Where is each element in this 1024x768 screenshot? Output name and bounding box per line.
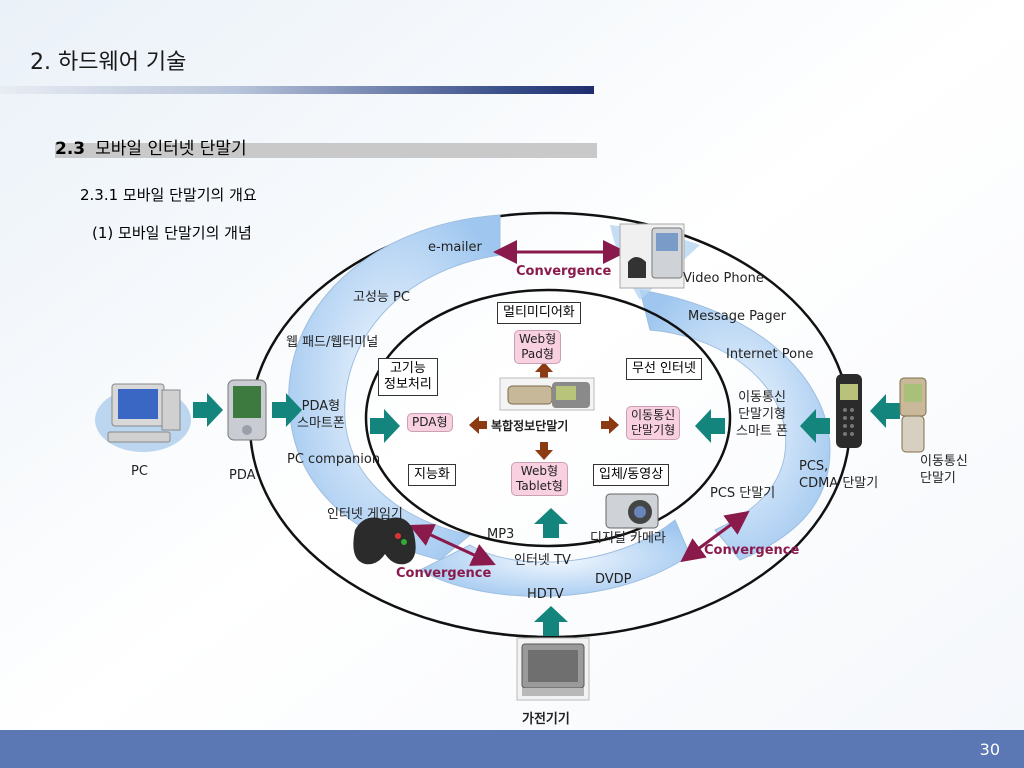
center-phone-image bbox=[499, 377, 595, 411]
label-pda: PDA bbox=[229, 468, 256, 483]
pink-mobile-type: 이동통신 단말기형 bbox=[626, 406, 681, 440]
inner-ellipse bbox=[364, 288, 732, 548]
arrow-center-left bbox=[469, 416, 487, 434]
label-pc: PC bbox=[131, 464, 148, 479]
pda-image bbox=[227, 379, 267, 441]
label-hdtv: HDTV bbox=[527, 587, 564, 602]
arrow-center-down bbox=[535, 442, 553, 460]
label-pcs-terminal: PCS 단말기 bbox=[710, 486, 776, 501]
pink-web-tablet: Web형 Tablet형 bbox=[511, 462, 568, 496]
box-intelligence: 지능화 bbox=[408, 464, 456, 486]
teal-arrows bbox=[193, 393, 900, 636]
label-mobile-terminal: 이동통신 단말기 bbox=[920, 454, 968, 486]
slide-title: 2. 하드웨어 기술 bbox=[30, 50, 187, 75]
label-internet-game: 인터넷 게임기 bbox=[327, 507, 403, 522]
label-digital-camera: 디지털 카메라 bbox=[590, 531, 666, 546]
flip-phone-image bbox=[899, 377, 927, 453]
pink-web-pad: Web형 Pad형 bbox=[514, 330, 562, 364]
mobile-phone-image bbox=[836, 374, 862, 448]
convergence-label-left: Convergence bbox=[396, 566, 492, 581]
arrow-to-tablet bbox=[534, 508, 568, 538]
title-underline bbox=[0, 86, 594, 94]
section-title-text: 모바일 인터넷 단말기 bbox=[95, 139, 247, 159]
arrow-to-pda-type bbox=[370, 409, 400, 443]
label-pda-smartphone: PDA형 스마트폰 bbox=[297, 399, 345, 431]
tv-image bbox=[516, 637, 590, 701]
section-number: 2.3 bbox=[55, 139, 86, 159]
convergence-arrow-right bbox=[680, 510, 750, 563]
convergence-label-top: Convergence bbox=[516, 264, 612, 279]
label-pcs-cdma: PCS, CDMA 단말기 bbox=[799, 459, 879, 491]
center-label: 복합정보단말기 bbox=[491, 419, 569, 433]
box-stereo-video: 입체/동영상 bbox=[593, 464, 670, 486]
label-pc-companion: PC companion bbox=[287, 452, 381, 467]
section-title: 2.3 모바일 인터넷 단말기 bbox=[55, 134, 247, 159]
label-mp3: MP3 bbox=[487, 527, 515, 542]
label-internet-phone: Internet Pone bbox=[726, 347, 814, 362]
arrow-pda-to-ring bbox=[272, 393, 302, 427]
digital-camera-image bbox=[605, 493, 659, 529]
arrow-ring-to-phone bbox=[800, 409, 830, 443]
box-wireless-internet: 무선 인터넷 bbox=[626, 358, 702, 380]
pink-pda-type: PDA형 bbox=[407, 413, 453, 432]
arrow-center-right bbox=[601, 416, 619, 434]
label-internet-tv: 인터넷 TV bbox=[514, 553, 571, 568]
label-high-pc: 고성능 PC bbox=[353, 290, 410, 305]
video-phone-image bbox=[619, 223, 685, 289]
arrow-tv-up bbox=[534, 606, 568, 636]
footer-bar bbox=[0, 730, 1024, 768]
arrow-to-mobile-type bbox=[695, 409, 725, 443]
label-emailer: e-mailer bbox=[428, 240, 482, 255]
section-bar bbox=[55, 143, 597, 158]
label-dvdp: DVDP bbox=[595, 572, 632, 587]
arrow-pc-to-pda bbox=[193, 393, 223, 427]
game-controller-image bbox=[353, 517, 416, 565]
label-message-pager: Message Pager bbox=[688, 309, 786, 324]
label-mobile-smartphone: 이동통신 단말기형 스마트 폰 bbox=[736, 390, 788, 439]
page-number: 30 bbox=[979, 740, 1000, 759]
pc-image bbox=[95, 383, 191, 452]
convergence-label-right: Convergence bbox=[704, 543, 800, 558]
subsection-title: 2.3.1 모바일 단말기의 개요 bbox=[80, 186, 257, 204]
subsubsection-title: (1) 모바일 단말기의 개념 bbox=[92, 224, 252, 242]
label-appliance: 가전기기 bbox=[522, 712, 570, 727]
convergence-arrow-left bbox=[409, 524, 496, 566]
label-webpad: 웹 패드/웹터미널 bbox=[286, 335, 379, 350]
arrow-center-up bbox=[535, 362, 553, 380]
label-video-phone: Video Phone bbox=[683, 271, 764, 286]
arrow-mobile-to-ring-outer bbox=[870, 394, 900, 428]
box-multimedia: 멀티미디어화 bbox=[497, 302, 581, 324]
box-high-function: 고기능 정보처리 bbox=[378, 358, 438, 396]
brown-arrows bbox=[469, 362, 619, 460]
